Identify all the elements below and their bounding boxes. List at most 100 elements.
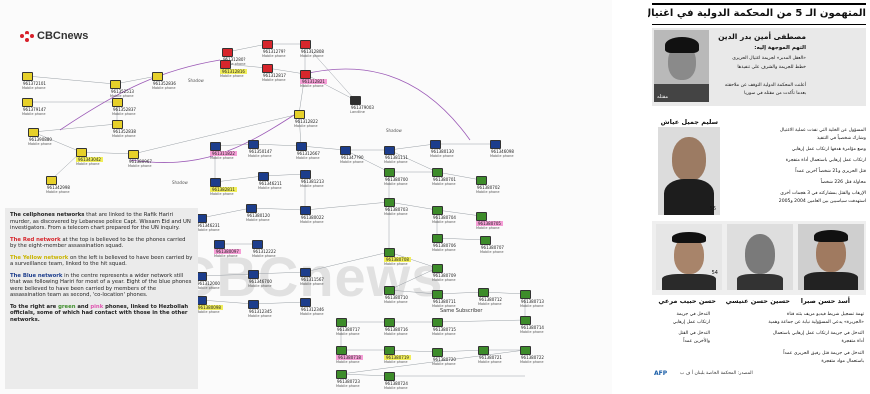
suspect-1-note: أعلنت المحكمة الدولية التوقف عن ملاحقته [724,83,806,88]
suspect-2-charge: وشارك شخصياً في التنفيذ [816,136,866,141]
suspect-5-charge: والأخرين عمداً [683,339,710,344]
phone-type: Mobile phone [384,160,408,164]
phone-type: Mobile phone [152,86,176,90]
phone-number: 961311567 [301,277,324,282]
legend-paragraph: The Yellow network on the left is believ… [10,255,193,268]
network-link [304,43,356,101]
suspect-2-charge: ارتكاب عمل إرهابي باستعمال أداة متفجرة [785,158,866,163]
phone-type: Mobile phone [112,112,136,116]
phone-type: Mobile phone [384,182,408,186]
suspect-5-photo: 54 [656,224,722,290]
phone-type: Mobile phone [432,362,456,366]
phone-type: Mobile phone [384,300,408,304]
source-note: المصدر: المحكمة الخاصة بلبنان أ ف ب [680,371,753,376]
network-link [200,273,254,277]
network-link [200,299,254,305]
phone-type: Mobile phone [296,156,320,160]
phone-type: Mobile phone [432,332,456,336]
phone-icon [300,70,311,79]
network-link [388,143,436,151]
phone-number: 961380719 [384,355,411,360]
phone-icon [432,206,443,215]
suspects-charge: التدخل في جريمة ارتكاب عمل إرهابي باستعم… [772,331,864,336]
phone-icon [28,128,39,137]
phone-number: 961346700 [249,279,272,284]
phone-type: Mobile phone [46,190,70,194]
shadow-link [59,59,221,131]
phone-type: Mobile phone [336,360,360,364]
suspect-2-charge: المسؤول عن الخلية التي نفذت عملية الاغتي… [779,128,866,133]
cbc-gem-icon [20,30,34,42]
phone-type: Mobile phone [128,164,152,168]
phone-number: 961312808 [301,49,324,54]
phone-number: 961347?90 [341,155,364,160]
network-link [304,201,390,211]
network-link [304,251,390,273]
suspects-charge: تهمة تسجيل شريط فيديو مزيف بثته قناة [786,312,864,317]
phone-type: Mobile phone [258,186,282,190]
phone-type: Mobile phone [300,54,324,58]
phone-icon [384,346,395,355]
phone-type: Landline [350,110,365,114]
phone-icon [520,290,531,299]
phone-icon [432,348,443,357]
phone-number: 961380712 [479,297,502,302]
phone-icon [432,234,443,243]
phone-type: Mobile phone [262,78,286,82]
legend-pink: pink [90,303,104,310]
suspect-2-name: سليم جميل عياش [660,118,718,126]
suspect-4-name: حسين حسن عنيسي [725,297,790,305]
phone-icon [476,212,487,221]
phone-icon [214,240,225,249]
legend-text: and [75,303,91,310]
phone-number: 961380130 [431,149,454,154]
network-link [252,271,306,275]
shadow-label: Shadow [172,180,188,185]
network-link [214,175,264,183]
phone-icon [46,176,57,185]
phone-icon [152,72,163,81]
network-link [252,301,306,305]
phone-number: 961380721 [479,355,502,360]
phone-icon [490,140,501,149]
phone-number: 961380714 [521,325,544,330]
network-link [252,143,302,147]
phone-type: Mobile phone [248,284,272,288]
phone-type: Mobile phone [520,360,544,364]
phone-number: 961350147 [249,149,272,154]
phone-icon [478,288,489,297]
phone-number: 961312667 [297,151,320,156]
phone-number: 961352837 [113,107,136,112]
phone-number: 961380022 [301,215,324,220]
phone-type: Mobile phone [22,112,46,116]
network-link [344,149,390,173]
phone-type: Mobile phone [196,310,220,314]
phone-number: 961380713 [521,299,544,304]
phone-number: 961382811 [210,187,237,192]
phone-type: Mobile phone [480,250,504,254]
phone-type: Mobile phone [384,212,408,216]
network-link [436,237,486,241]
phone-number: 961380097 [214,249,241,254]
suspect-1-charge: خطط للجريمة والشرف على تنفيذها [737,65,806,70]
phone-number: 961311822 [210,151,237,156]
suspects-charge: أداة متفجرة [841,339,864,344]
suspect-2-photo: 56 [658,127,720,215]
phone-type: Mobile phone [210,156,234,160]
legend-text: on the left is believed to have been car… [10,254,193,268]
phone-node: 96131280?Mobile phone [222,48,246,66]
phone-type: Mobile phone [246,218,270,222]
phone-number: 961312817 [263,73,286,78]
phone-number: 961380722 [521,355,544,360]
